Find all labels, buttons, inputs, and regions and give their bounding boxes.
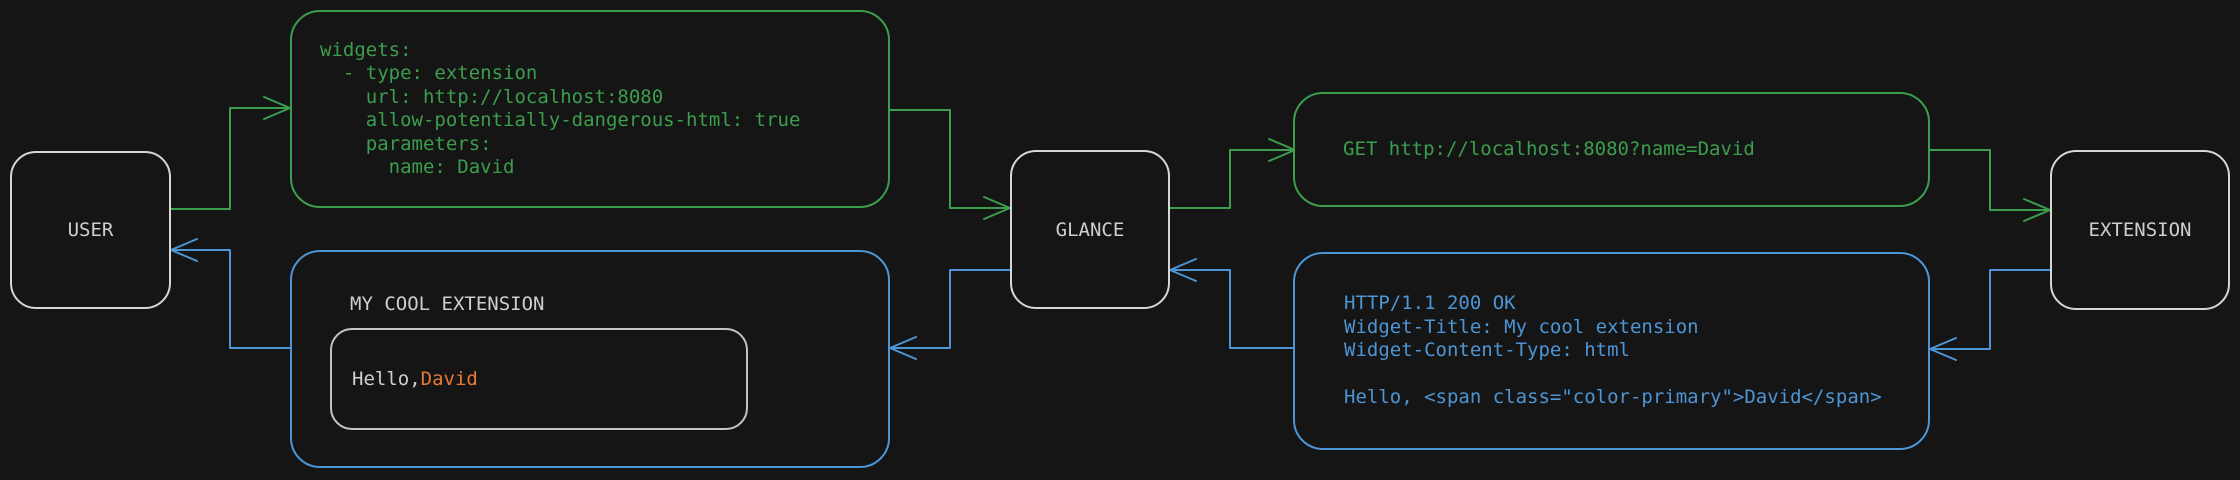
greeting-name: David xyxy=(420,368,478,390)
http-response-box: HTTP/1.1 200 OK Widget-Title: My cool ex… xyxy=(1293,252,1930,450)
arrow-glance-to-widget xyxy=(889,269,1011,360)
arrow-glance-to-request xyxy=(1169,138,1296,209)
arrow-response-to-glance xyxy=(1169,258,1294,349)
node-glance: GLANCE xyxy=(1010,150,1170,309)
node-user-label: USER xyxy=(67,219,114,241)
node-extension-label: EXTENSION xyxy=(2088,219,2192,241)
greeting-prefix: Hello, xyxy=(352,368,421,390)
node-extension: EXTENSION xyxy=(2050,150,2230,310)
arrow-request-to-extension xyxy=(1929,149,2051,222)
widget-greeting-panel: Hello, David xyxy=(330,328,748,430)
http-request-text: GET http://localhost:8080?name=David xyxy=(1343,137,1755,160)
config-yaml-box: widgets: - type: extension url: http://l… xyxy=(290,10,890,208)
http-request-box: GET http://localhost:8080?name=David xyxy=(1293,92,1930,207)
node-glance-label: GLANCE xyxy=(1055,218,1125,241)
arrow-user-to-config xyxy=(170,96,291,210)
arrow-extension-to-response xyxy=(1929,269,2051,361)
config-yaml-code: widgets: - type: extension url: http://l… xyxy=(320,38,801,179)
node-user: USER xyxy=(10,151,171,309)
rendered-widget-box: MY COOL EXTENSION Hello, David xyxy=(290,250,890,468)
widget-title: MY COOL EXTENSION xyxy=(350,293,545,315)
arrow-widget-to-user xyxy=(170,238,291,349)
http-response-code: HTTP/1.1 200 OK Widget-Title: My cool ex… xyxy=(1344,292,1882,409)
arrow-config-to-glance xyxy=(889,109,1011,220)
